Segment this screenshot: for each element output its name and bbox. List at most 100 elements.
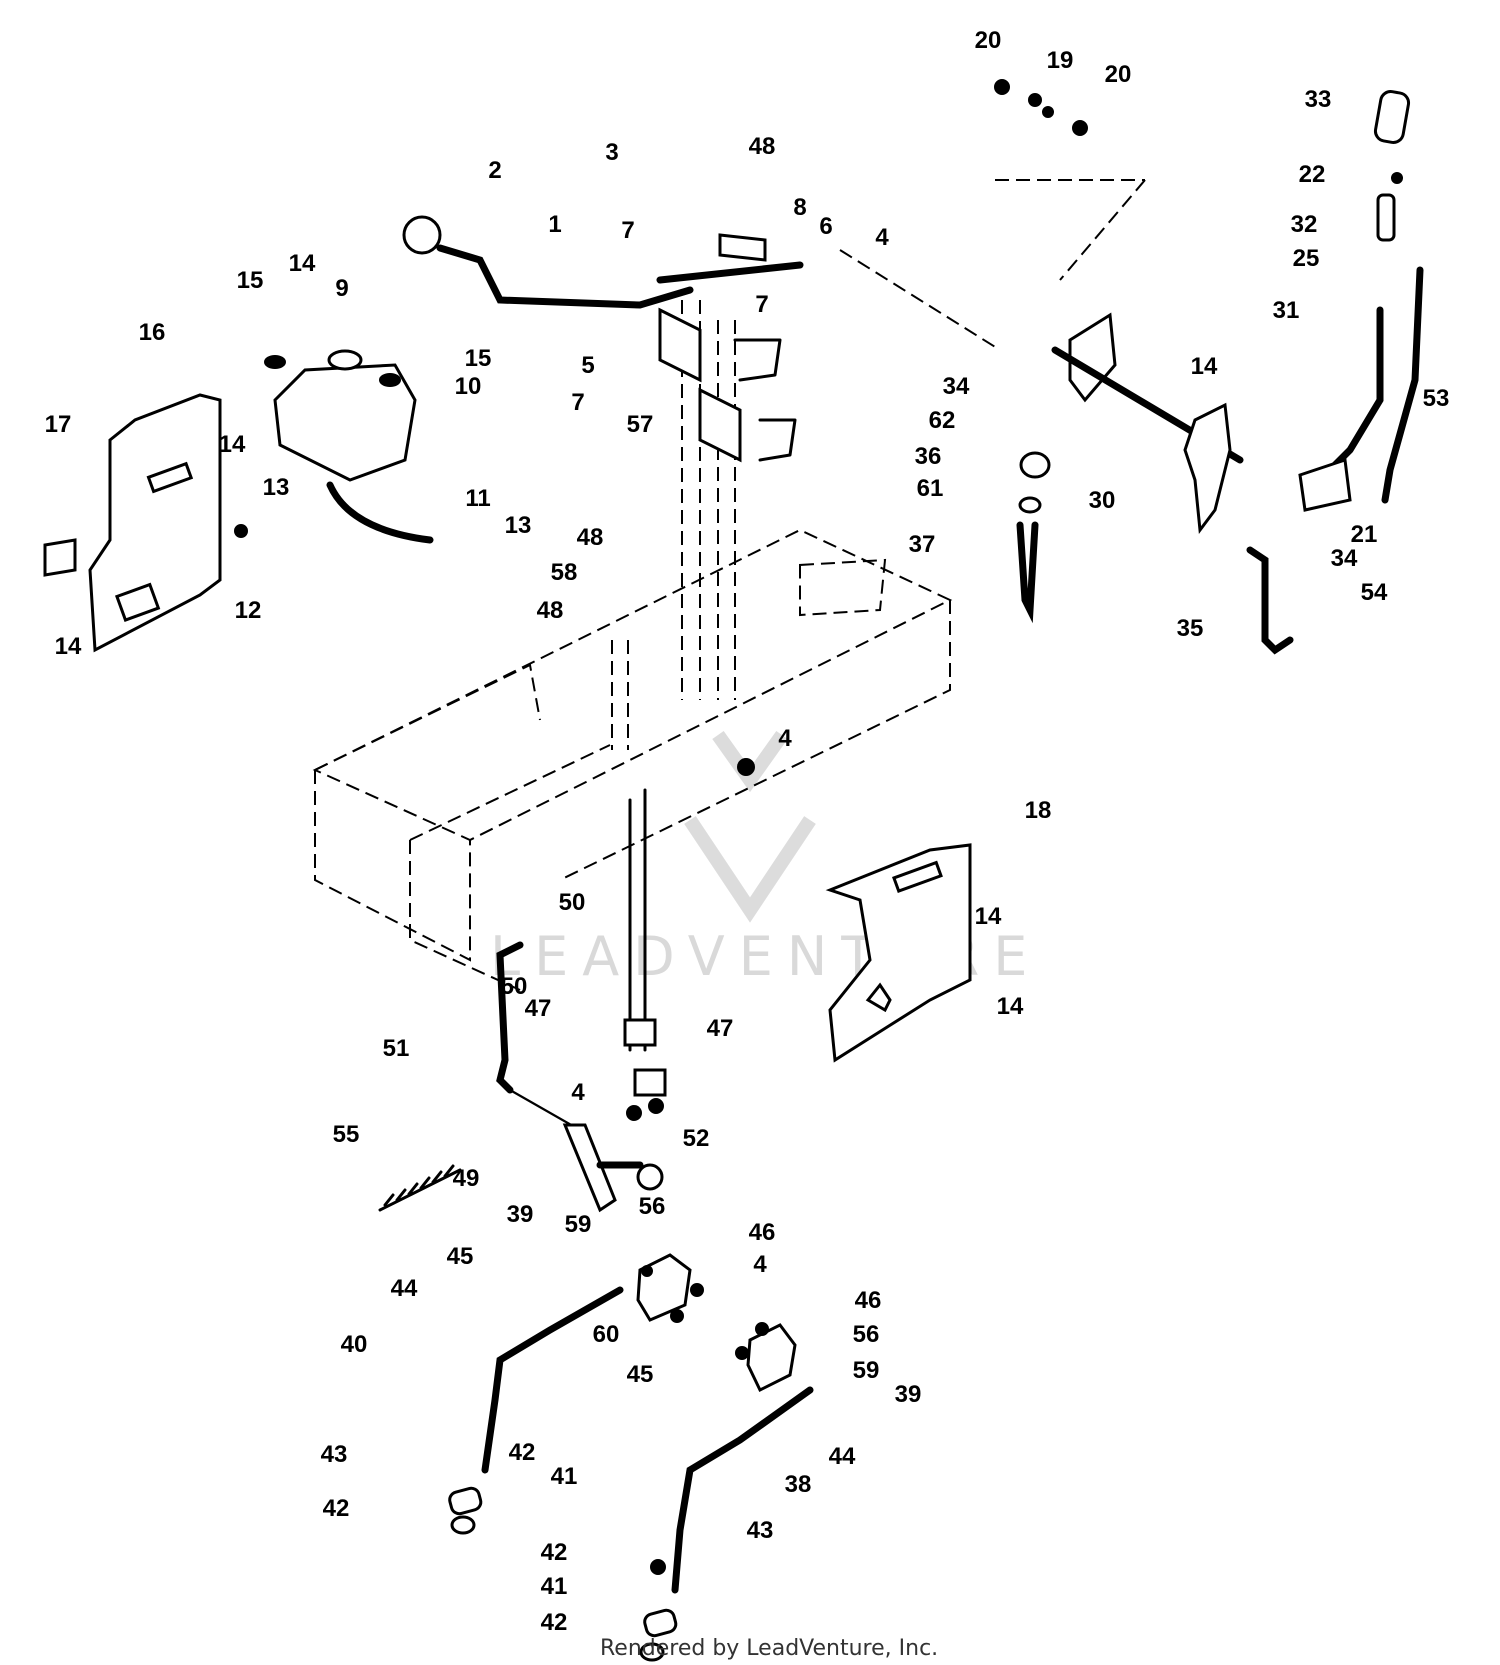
frame-chassis — [312, 528, 953, 991]
callout-34: 34 — [1331, 545, 1358, 572]
callout-57: 57 — [627, 411, 654, 438]
lever-knob — [402, 215, 442, 255]
callout-16: 16 — [139, 319, 166, 346]
callout-30: 30 — [1089, 487, 1116, 514]
footer-credit: Rendered by LeadVenture, Inc. — [600, 1636, 938, 1661]
side-panel-right — [825, 843, 972, 1063]
callout-3: 3 — [605, 139, 618, 166]
callout-58: 58 — [551, 559, 578, 586]
brackets — [656, 233, 804, 463]
callout-59: 59 — [565, 1211, 592, 1238]
callout-34: 34 — [943, 373, 970, 400]
callout-2: 2 — [488, 157, 501, 184]
hardware — [234, 79, 1403, 1575]
mount-plates — [636, 1253, 797, 1393]
callout-40: 40 — [341, 1331, 368, 1358]
rod-51 — [496, 941, 581, 1131]
callout-50: 50 — [559, 889, 586, 916]
rods-37-35 — [1016, 451, 1294, 655]
pedal-grip — [1373, 90, 1411, 144]
callout-4: 4 — [778, 725, 792, 752]
callout-39: 39 — [895, 1381, 922, 1408]
callout-38: 38 — [785, 1471, 812, 1498]
callout-60: 60 — [593, 1321, 620, 1348]
watermark-logo — [684, 730, 816, 923]
callout-54: 54 — [1361, 579, 1388, 606]
callout-59: 59 — [853, 1357, 880, 1384]
callout-42: 42 — [323, 1495, 350, 1522]
linkage-arms — [448, 1286, 814, 1662]
callout-31: 31 — [1273, 297, 1300, 324]
callout-15: 15 — [465, 345, 492, 372]
callout-33: 33 — [1305, 86, 1332, 113]
fuel-tank — [264, 349, 434, 544]
callout-20: 20 — [975, 27, 1002, 54]
callout-12: 12 — [235, 597, 262, 624]
callout-43: 43 — [747, 1517, 774, 1544]
callout-43: 43 — [321, 1441, 348, 1468]
callout-39: 39 — [507, 1201, 534, 1228]
callout-15: 15 — [237, 267, 264, 294]
callout-19: 19 — [1047, 47, 1074, 74]
callout-13: 13 — [263, 474, 290, 501]
callout-48: 48 — [577, 524, 604, 551]
callout-42: 42 — [509, 1439, 536, 1466]
callout-48: 48 — [537, 597, 564, 624]
callout-14: 14 — [1191, 353, 1218, 380]
callout-41: 41 — [541, 1573, 568, 1600]
callout-9: 9 — [335, 275, 348, 302]
callout-50: 50 — [501, 973, 528, 1000]
callout-1: 1 — [548, 211, 561, 238]
callout-20: 20 — [1105, 61, 1132, 88]
pedal-arm — [1298, 90, 1424, 512]
callout-10: 10 — [455, 373, 482, 400]
callout-36: 36 — [915, 443, 942, 470]
callout-56: 56 — [853, 1321, 880, 1348]
callout-46: 46 — [749, 1219, 776, 1246]
callout-44: 44 — [391, 1275, 418, 1302]
callout-52: 52 — [683, 1125, 710, 1152]
callout-14: 14 — [55, 633, 82, 660]
callout-47: 47 — [707, 1015, 734, 1042]
callout-11: 11 — [465, 485, 490, 512]
callout-4: 4 — [571, 1079, 585, 1106]
bell-crank — [378, 1123, 664, 1213]
tank-cap — [327, 349, 363, 371]
callout-49: 49 — [453, 1165, 480, 1192]
callout-5: 5 — [581, 352, 594, 379]
callout-56: 56 — [639, 1193, 666, 1220]
callout-4: 4 — [753, 1251, 767, 1278]
callout-61: 61 — [917, 475, 944, 502]
lower-brackets — [623, 1018, 667, 1097]
fuel-line — [326, 481, 434, 544]
callout-22: 22 — [1299, 161, 1326, 188]
callout-8: 8 — [793, 194, 806, 221]
callout-13: 13 — [505, 512, 532, 539]
callout-18: 18 — [1025, 797, 1052, 824]
callout-55: 55 — [333, 1121, 360, 1148]
callout-7: 7 — [571, 389, 584, 416]
callout-7: 7 — [755, 291, 768, 318]
shift-lever — [402, 215, 694, 309]
callout-25: 25 — [1293, 245, 1320, 272]
callout-17: 17 — [45, 411, 72, 438]
callout-6: 6 — [819, 213, 832, 240]
callout-7: 7 — [621, 217, 634, 244]
callout-32: 32 — [1291, 211, 1318, 238]
callout-45: 45 — [627, 1361, 654, 1388]
callout-48: 48 — [749, 133, 776, 160]
cross-shaft — [1051, 312, 1244, 534]
callout-42: 42 — [541, 1609, 568, 1636]
callout-14: 14 — [975, 903, 1002, 930]
callout-53: 53 — [1423, 385, 1450, 412]
callout-14: 14 — [219, 431, 246, 458]
callout-45: 45 — [447, 1243, 474, 1270]
callout-4: 4 — [875, 224, 889, 251]
spring — [378, 1164, 462, 1212]
callout-47: 47 — [525, 995, 552, 1022]
callout-44: 44 — [829, 1443, 856, 1470]
callout-35: 35 — [1177, 615, 1204, 642]
callout-51: 51 — [383, 1035, 410, 1062]
